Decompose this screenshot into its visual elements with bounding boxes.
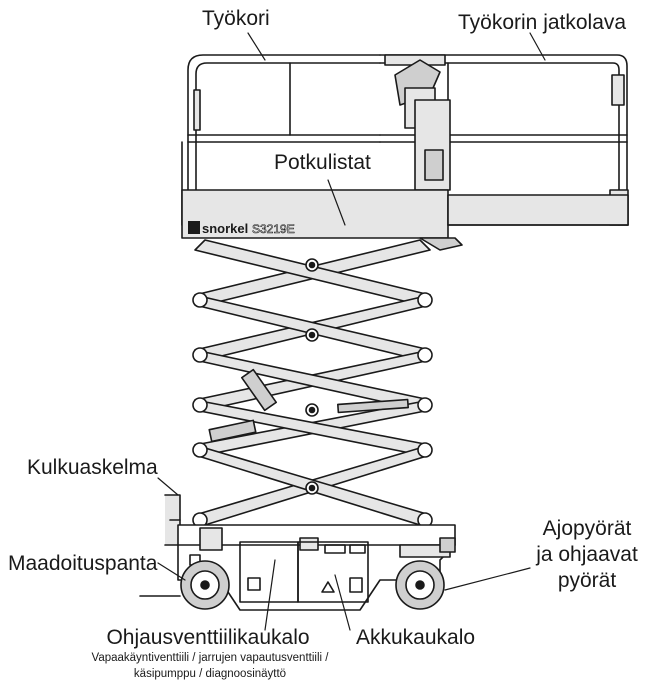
chassis [139, 494, 456, 611]
label-control-valve-tray-detail-2: käsipumppu / diagnoosinäyttö [133, 668, 287, 680]
leader-lines [157, 32, 546, 631]
rear-wheel [180, 560, 230, 610]
label-platform-extension: Työkorin jatkolava [458, 11, 627, 34]
label-battery-tray: Akkukaukalo [356, 626, 476, 649]
label-control-valve-tray-detail-1: Vapaakäyntiventtiili / jarrujen vapautus… [91, 652, 329, 664]
label-ground-strap: Maadoituspanta [8, 552, 158, 575]
label-control-valve-tray: Ohjausventtiilikaukalo [106, 626, 310, 649]
label-drive-wheels-1: Ajopyörät [542, 517, 632, 540]
control-box [394, 59, 451, 191]
label-platform: Työkori [202, 7, 270, 30]
label-entry-step: Kulkuaskelma [27, 456, 158, 479]
pivot-pins [192, 258, 433, 528]
platform-guardrail [181, 54, 629, 226]
front-wheel [395, 560, 445, 610]
battery-tray [297, 541, 369, 603]
svg-text:snorkel: snorkel [202, 221, 248, 236]
snorkel-logo: snorkel S3219E [188, 221, 295, 236]
svg-text:S3219E: S3219E [252, 222, 295, 236]
label-drive-wheels-3: pyörät [557, 569, 617, 592]
label-drive-wheels-2: ja ohjaavat [536, 543, 638, 566]
platform-toeboard [181, 189, 629, 251]
label-toeboards: Potkulistat [274, 151, 371, 174]
